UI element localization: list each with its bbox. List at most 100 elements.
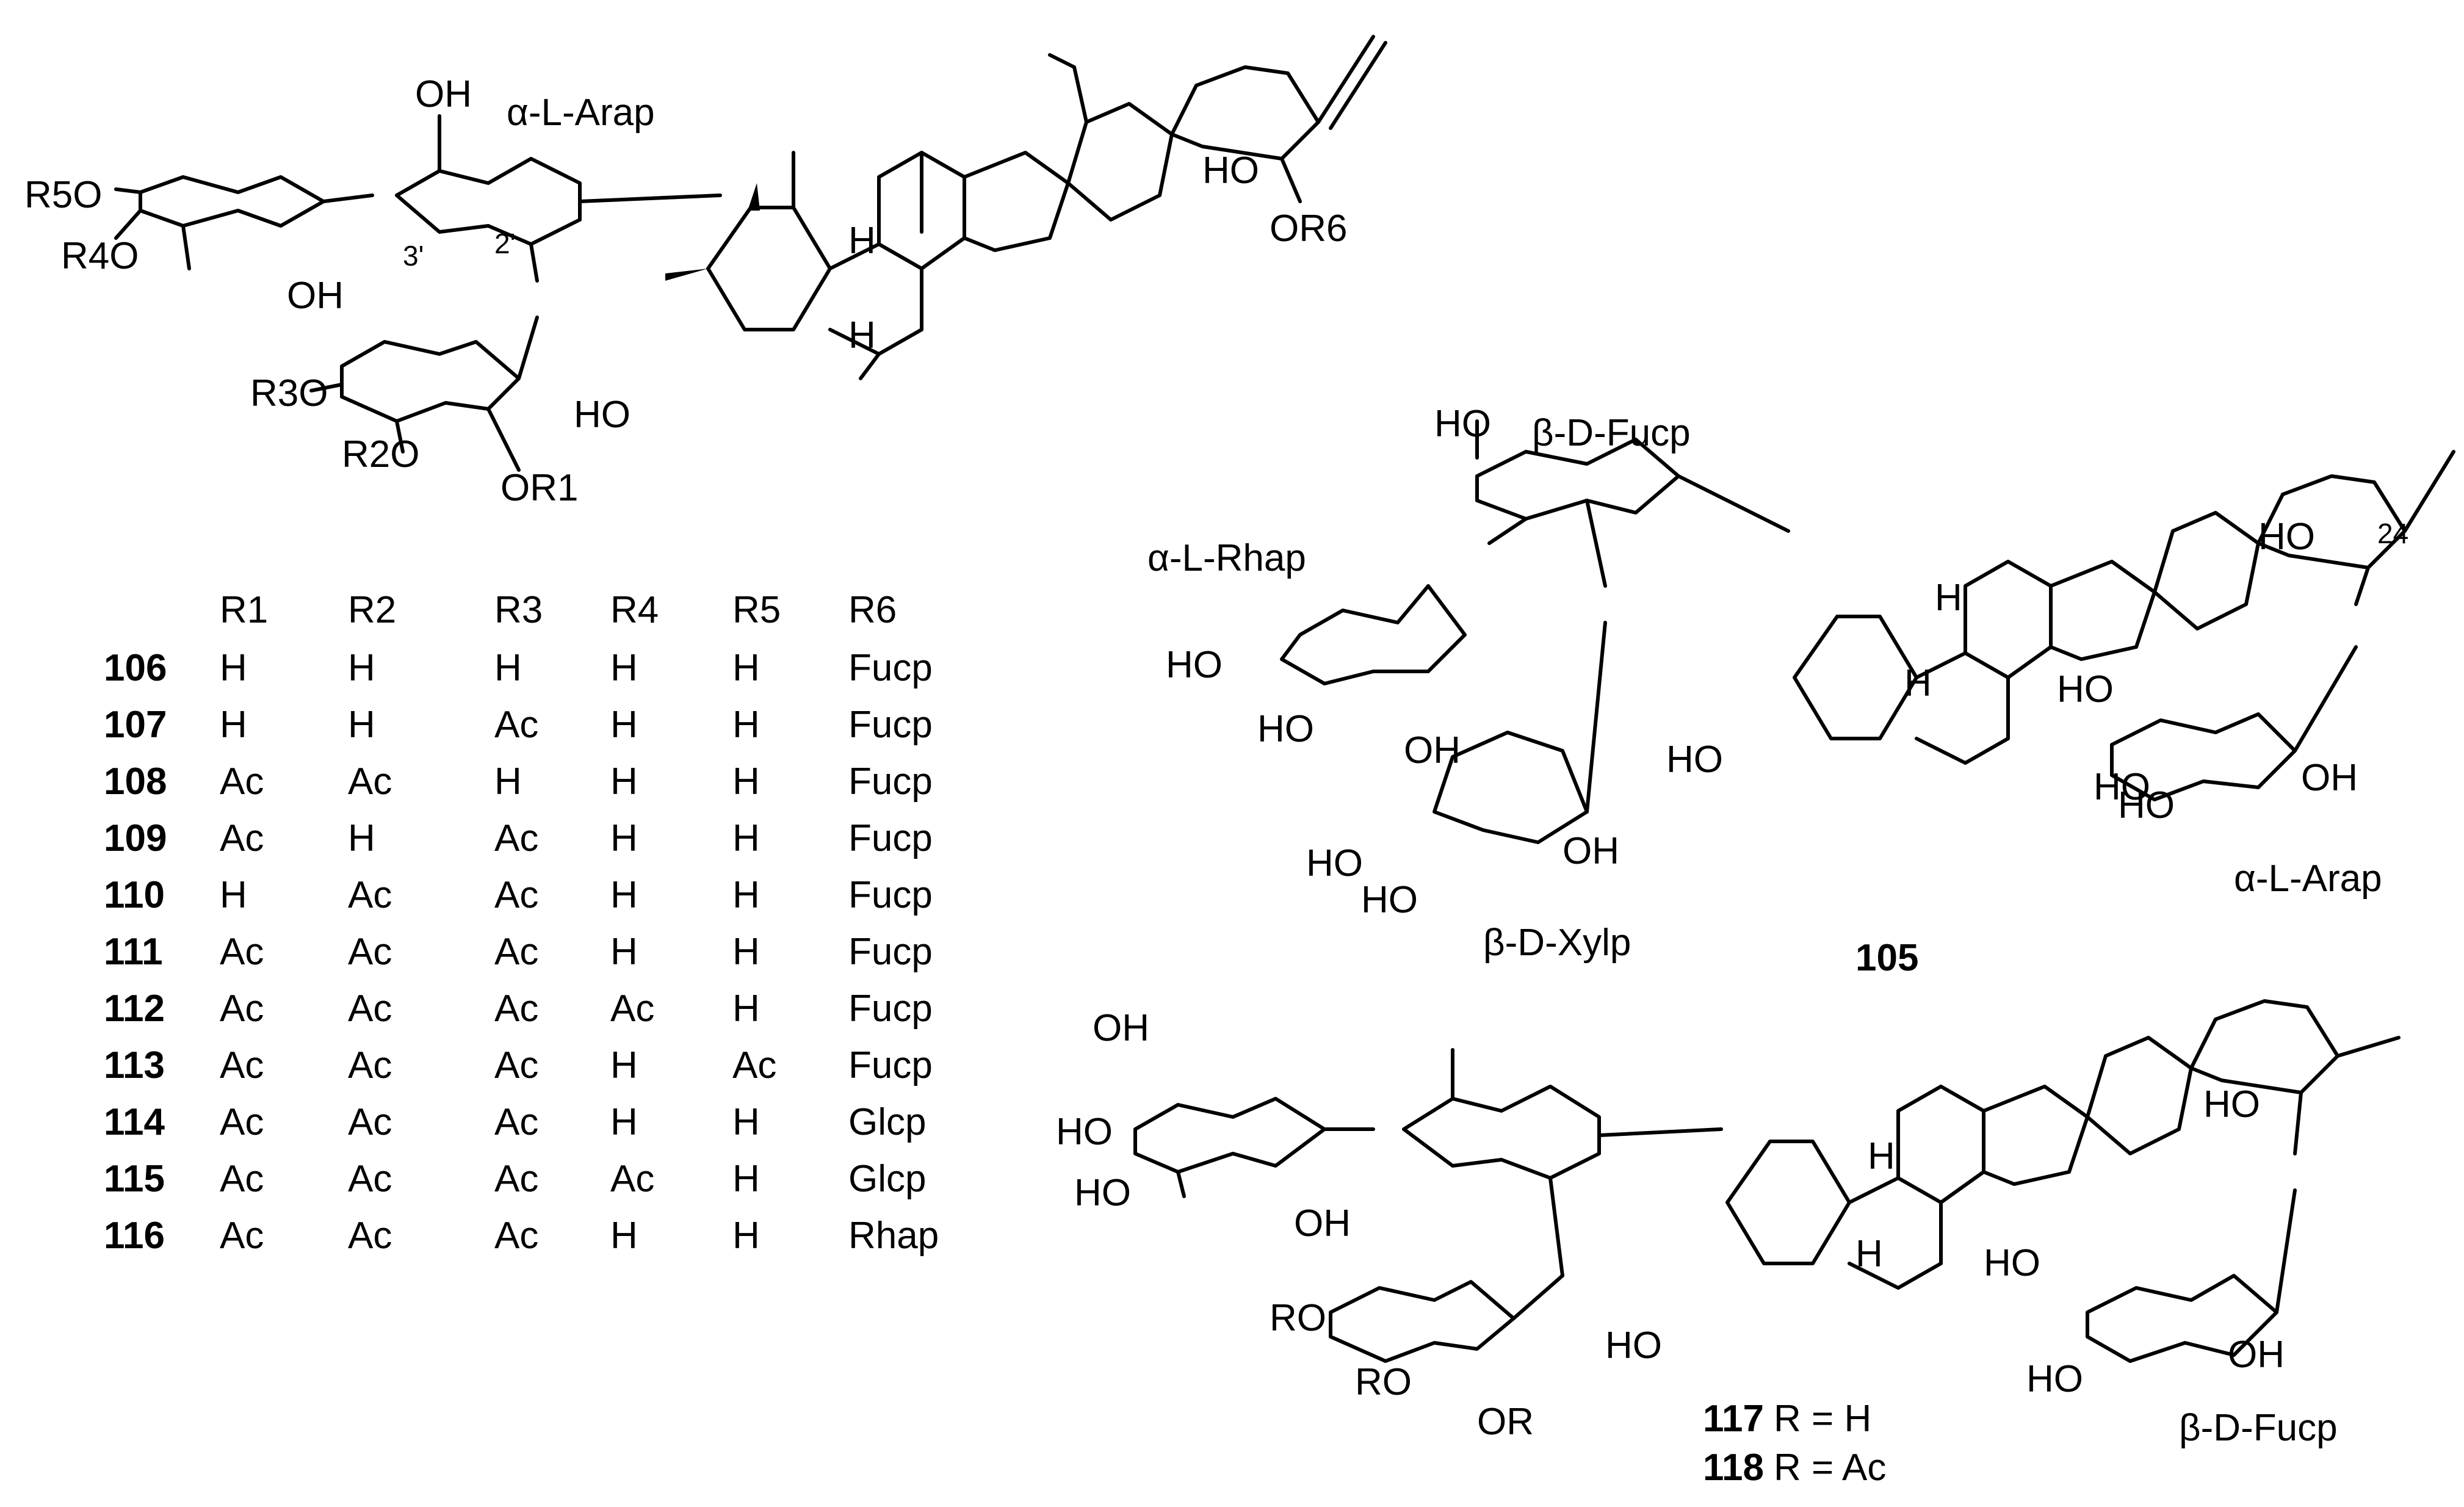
- label-ho-105h: HO: [2258, 516, 2315, 558]
- label-ho-105j: HO: [2118, 784, 2175, 826]
- table-cell: H: [732, 874, 760, 916]
- label-ho-105f: HO: [1666, 739, 1723, 781]
- table-cell: Fucp: [848, 704, 933, 746]
- table-compound-id: 115: [104, 1158, 165, 1200]
- table-cell: Ac: [494, 931, 538, 973]
- table-cell: H: [610, 817, 638, 859]
- table-compound-id: 108: [104, 761, 167, 803]
- label-h-105b: H: [1904, 662, 1932, 704]
- label-oh-105b: OH: [1563, 830, 1619, 872]
- table-header-r1: R1: [220, 589, 268, 631]
- table-compound-id: 107: [104, 704, 167, 746]
- label-ho-117c: HO: [1605, 1324, 1662, 1367]
- label-ho-117b: HO: [1074, 1172, 1131, 1214]
- label-rha-105: α-L-Rhap: [1147, 537, 1306, 579]
- table-cell: Fucp: [848, 761, 933, 803]
- table-cell: H: [732, 988, 760, 1030]
- label-r2o: R2O: [342, 433, 419, 475]
- label-ho-105i: HO: [2094, 766, 2150, 808]
- table-compound-id: 106: [104, 647, 167, 689]
- table-cell: H: [610, 647, 638, 689]
- table-cell: Ac: [348, 1044, 392, 1086]
- label-or-117: OR: [1477, 1401, 1534, 1443]
- label-oh-top: OH: [415, 73, 472, 115]
- structure-105: [1280, 419, 2455, 844]
- label-ro-117b: RO: [1355, 1361, 1412, 1403]
- label-h-117b: H: [1855, 1233, 1883, 1275]
- table-cell: Ac: [220, 1158, 264, 1200]
- table-cell: Glcp: [848, 1101, 926, 1143]
- label-ho-105g: HO: [2057, 668, 2114, 710]
- label-ho-a: HO: [574, 394, 630, 436]
- label-arabinose-top: α-L-Arap: [507, 92, 655, 134]
- table-cell: H: [610, 874, 638, 916]
- compound-id-105: 105: [1855, 937, 1918, 979]
- table-header-r6: R6: [848, 589, 897, 631]
- table-cell: H: [732, 704, 760, 746]
- table-cell: Ac: [494, 874, 538, 916]
- table-header-r5: R5: [732, 589, 781, 631]
- table-cell: Ac: [348, 1215, 392, 1257]
- label-pos-2prime: 2': [494, 228, 515, 259]
- table-cell: Ac: [610, 988, 654, 1030]
- label-r3o: R3O: [250, 372, 328, 414]
- label-xyl-105: β-D-Xylp: [1483, 922, 1631, 964]
- table-compound-id: 113: [104, 1044, 165, 1086]
- table-cell: Fucp: [848, 817, 933, 859]
- table-cell: Rhap: [848, 1215, 939, 1257]
- label-ho-105d: HO: [1306, 842, 1363, 884]
- table-cell: Ac: [348, 761, 392, 803]
- label-r5o: R5O: [24, 174, 102, 216]
- table-cell: Ac: [220, 761, 264, 803]
- label-ho-117f: HO: [2026, 1358, 2083, 1400]
- compound-id-118: 118: [1703, 1447, 1764, 1489]
- structure-117-118: [1133, 999, 2401, 1363]
- table-cell: Ac: [494, 1215, 538, 1257]
- table-cell: H: [732, 931, 760, 973]
- table-cell: H: [732, 817, 760, 859]
- table-cell: Ac: [494, 988, 538, 1030]
- label-pos-3prime: 3': [403, 240, 424, 272]
- compound-r-117: R = H: [1774, 1398, 1871, 1440]
- label-ho-105a: HO: [1434, 403, 1491, 445]
- table-cell: H: [610, 1044, 638, 1086]
- label-h-105a: H: [1935, 577, 1962, 619]
- label-ho-e: HO: [1202, 150, 1259, 192]
- table-cell: H: [348, 647, 375, 689]
- table-cell: H: [494, 761, 522, 803]
- table-cell: H: [348, 817, 375, 859]
- table-cell: Ac: [494, 1044, 538, 1086]
- table-cell: H: [610, 704, 638, 746]
- table-cell: H: [220, 704, 247, 746]
- label-ho-117a: HO: [1056, 1111, 1113, 1153]
- label-or1: OR1: [500, 467, 578, 509]
- table-cell: H: [732, 1215, 760, 1257]
- compound-id-117: 117: [1703, 1398, 1764, 1440]
- table-cell: Ac: [610, 1158, 654, 1200]
- table-cell: H: [494, 647, 522, 689]
- table-header-r3: R3: [494, 589, 543, 631]
- table-cell: H: [348, 704, 375, 746]
- label-ho-105e: HO: [1361, 879, 1418, 921]
- label-oh-117b: OH: [1294, 1202, 1351, 1245]
- table-cell: H: [610, 1101, 638, 1143]
- label-oh-xyl: OH: [287, 275, 344, 317]
- table-header-r4: R4: [610, 589, 659, 631]
- table-cell: Fucp: [848, 874, 933, 916]
- table-compound-id: 109: [104, 817, 167, 859]
- table-cell: H: [220, 874, 247, 916]
- table-cell: Fucp: [848, 1044, 933, 1086]
- label-ho-117d: HO: [1984, 1242, 2040, 1284]
- table-cell: Fucp: [848, 647, 933, 689]
- table-cell: Fucp: [848, 988, 933, 1030]
- table-cell: Ac: [220, 988, 264, 1030]
- table-cell: H: [610, 1215, 638, 1257]
- table-cell: Ac: [220, 1215, 264, 1257]
- table-cell: Ac: [494, 1158, 538, 1200]
- table-cell: Ac: [494, 817, 538, 859]
- label-oh-117a: OH: [1093, 1007, 1149, 1049]
- table-cell: Ac: [348, 931, 392, 973]
- table-cell: Ac: [220, 1101, 264, 1143]
